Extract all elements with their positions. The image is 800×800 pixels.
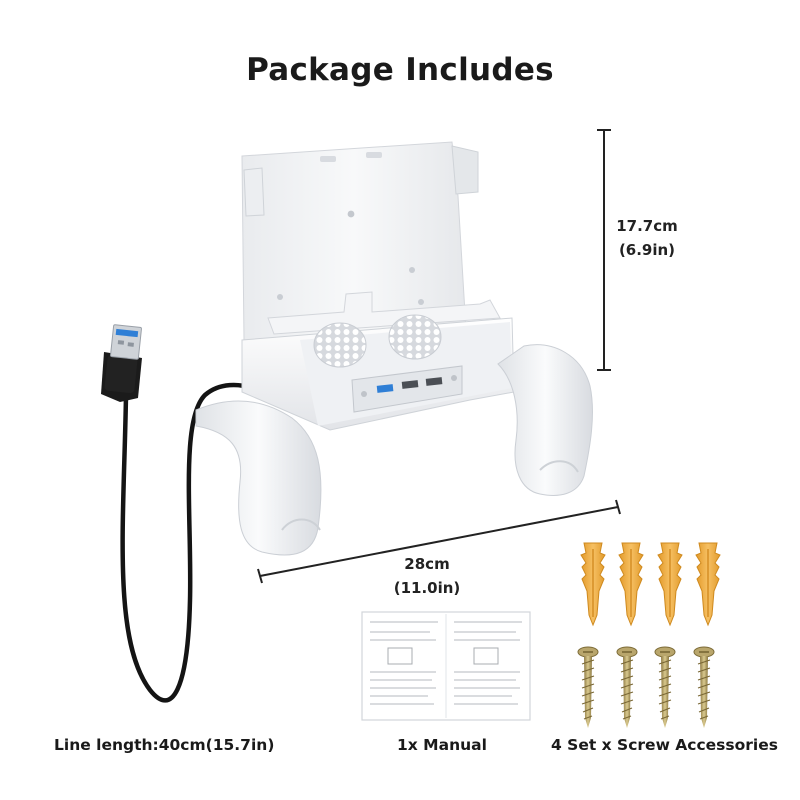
wall-anchor-icon	[580, 542, 606, 627]
height-cm-label: 17.7cm	[616, 217, 678, 235]
wall-anchor-icon	[618, 542, 644, 627]
wall-anchor-icon	[695, 542, 721, 627]
usb-cable	[101, 324, 255, 703]
screw-icon	[616, 646, 638, 728]
screw-accessories-caption: 4 Set x Screw Accessories	[551, 736, 778, 754]
screw-icon	[693, 646, 715, 728]
page-title: Package Includes	[246, 52, 554, 88]
wall-anchors	[580, 542, 721, 627]
manual-icon	[361, 611, 531, 721]
width-in-label: (11.0in)	[393, 579, 461, 597]
width-dimension-label: 28cm (11.0in)	[382, 552, 472, 600]
height-in-label: (6.9in)	[618, 241, 676, 259]
usb-plug-icon	[101, 324, 142, 402]
cable-length-caption: Line length:40cm(15.7in)	[54, 736, 275, 754]
width-cm-label: 28cm	[404, 555, 450, 573]
height-dimension-label: 17.7cm (6.9in)	[612, 214, 682, 262]
screw-icon	[654, 646, 676, 728]
wall-mount-stand-icon	[195, 141, 593, 556]
screws	[577, 646, 715, 728]
manual-caption: 1x Manual	[397, 736, 487, 754]
wall-anchor-icon	[657, 542, 683, 627]
height-dimension-line	[597, 129, 611, 371]
screw-icon	[577, 646, 599, 728]
width-dimension-line	[257, 499, 621, 584]
